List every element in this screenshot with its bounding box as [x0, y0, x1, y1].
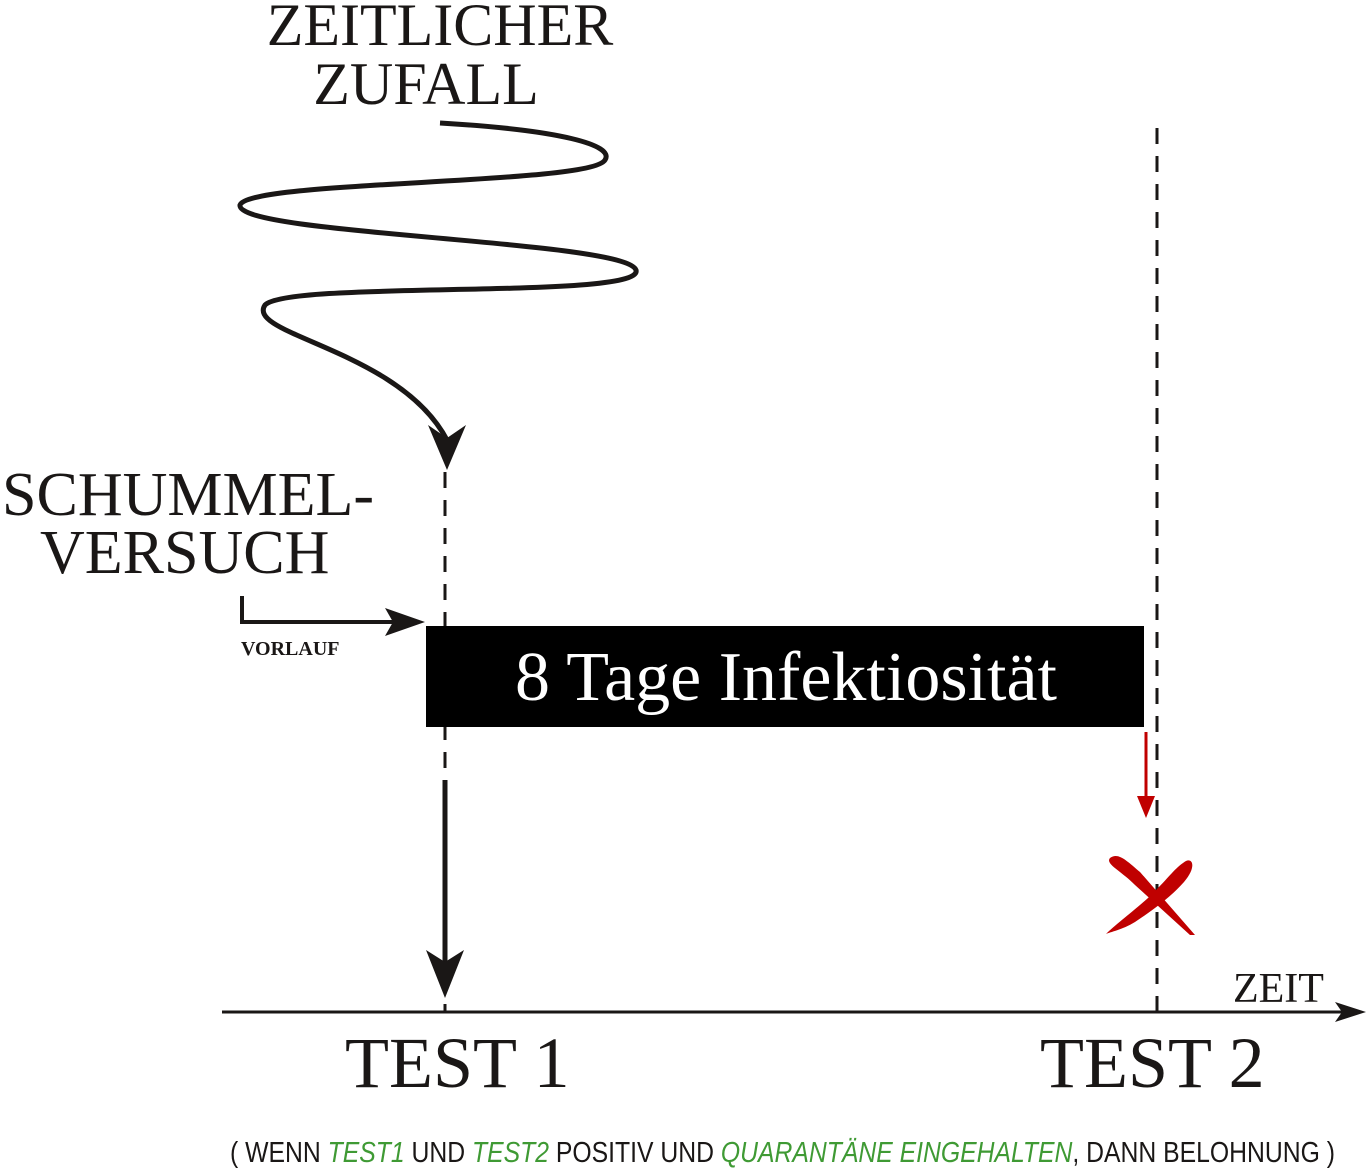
footer-and: UND — [405, 1137, 472, 1168]
footer-open: ( WENN — [230, 1137, 328, 1168]
test1-label: TEST 1 — [345, 1023, 570, 1103]
test1-arrowhead — [426, 950, 464, 998]
time-axis-arrowhead — [1335, 1002, 1366, 1022]
footer-mid: POSITIV UND — [549, 1137, 721, 1168]
lead-arrow — [240, 596, 400, 624]
title-line-2: ZUFALL — [313, 51, 539, 117]
lead-label: VORLAUF — [241, 638, 340, 660]
footer-quarantine: QUARANTÄNE EINGEHALTEN — [721, 1137, 1073, 1168]
reward-condition-note: ( WENN TEST1 UND TEST2 POSITIV UND QUARA… — [230, 1137, 1335, 1168]
time-axis-label: ZEIT — [1233, 966, 1324, 1012]
footer-end: , DANN BELOHNUNG ) — [1072, 1137, 1335, 1168]
infectious-period-bar — [426, 626, 1144, 727]
cheat-label-line-2: VERSUCH — [40, 519, 329, 587]
test2-label: TEST 2 — [1040, 1023, 1265, 1103]
lead-arrowhead — [385, 608, 425, 636]
random-timing-squiggle — [237, 120, 639, 442]
infectious-period-label: 8 Tage Infektiosität — [515, 639, 1058, 716]
red-arrowhead — [1137, 796, 1155, 818]
red-cross-icon — [1106, 855, 1195, 935]
title-line-1: ZEITLICHER — [267, 0, 614, 58]
squiggle-arrowhead — [428, 425, 466, 470]
cheat-label-line-1: SCHUMMEL- — [2, 461, 374, 529]
footer-test2: TEST2 — [472, 1137, 549, 1168]
footer-test1: TEST1 — [328, 1137, 405, 1168]
